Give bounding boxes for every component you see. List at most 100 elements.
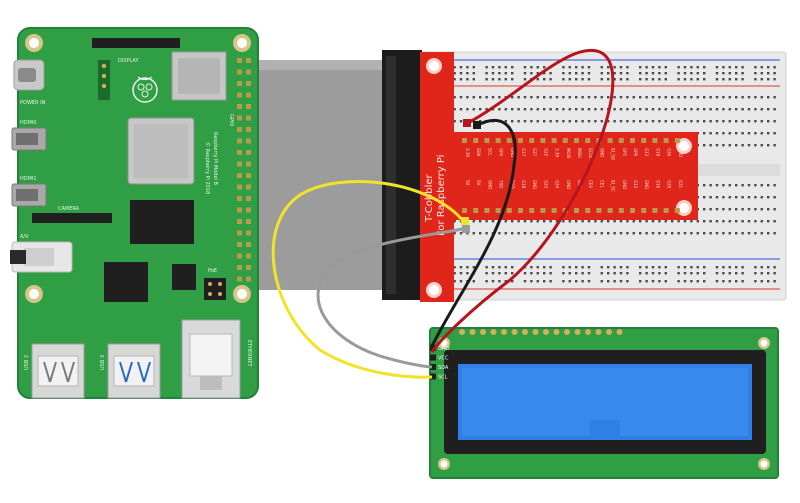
breadboard-hole bbox=[760, 196, 763, 199]
breadboard-hole bbox=[735, 78, 738, 81]
gpio-pin bbox=[237, 207, 242, 213]
breadboard-hole bbox=[754, 208, 757, 211]
cobbler-pin bbox=[641, 138, 647, 143]
cobbler-pin bbox=[495, 208, 501, 213]
breadboard-hole bbox=[715, 184, 719, 187]
breadboard-hole bbox=[754, 196, 757, 199]
breadboard-hole bbox=[651, 96, 655, 99]
breadboard-hole bbox=[715, 208, 719, 211]
cobbler-pin-label: G24 bbox=[555, 180, 560, 189]
breadboard-hole bbox=[703, 144, 706, 147]
breadboard-hole bbox=[683, 232, 687, 235]
breadboard-hole bbox=[715, 272, 719, 275]
cobbler-pin bbox=[596, 208, 602, 213]
poe-label: PoE bbox=[208, 268, 217, 274]
breadboard-hole bbox=[504, 220, 507, 223]
breadboard-hole bbox=[690, 280, 693, 283]
breadboard-hole bbox=[581, 272, 584, 275]
breadboard-hole bbox=[754, 120, 757, 123]
usb3-label: USB 3 bbox=[100, 355, 106, 370]
gpio-pin bbox=[237, 127, 242, 132]
gpio-pin bbox=[237, 276, 242, 282]
lcd-i2c-pin bbox=[430, 354, 436, 361]
breadboard-hole bbox=[677, 72, 680, 75]
breadboard-hole bbox=[498, 96, 501, 99]
breadboard-hole bbox=[466, 272, 469, 275]
lcd-pin-label: SDA bbox=[438, 365, 449, 371]
breadboard-hole bbox=[485, 66, 488, 69]
breadboard-hole bbox=[747, 144, 751, 147]
breadboard-hole bbox=[767, 144, 770, 147]
camera-label: CAMERA bbox=[58, 206, 80, 212]
breadboard-hole bbox=[530, 120, 533, 123]
breadboard-hole bbox=[511, 272, 514, 275]
breadboard-hole bbox=[773, 196, 776, 199]
gpio-pin bbox=[246, 138, 251, 144]
cobbler-pin-label: GND bbox=[487, 180, 492, 189]
breadboard-hole bbox=[754, 132, 757, 135]
breadboard-hole bbox=[479, 108, 482, 111]
breadboard-hole bbox=[498, 72, 501, 75]
breadboard-hole bbox=[575, 96, 578, 99]
breadboard-hole bbox=[690, 220, 693, 223]
gpio-pin bbox=[237, 242, 242, 247]
cobbler-pin-label: G19 bbox=[655, 148, 660, 157]
breadboard-hole bbox=[671, 96, 674, 99]
breadboard-hole bbox=[581, 108, 584, 111]
cobbler-pin-label: G23 bbox=[543, 180, 548, 189]
breadboard-hole bbox=[664, 66, 667, 69]
breadboard-hole bbox=[485, 266, 488, 269]
breadboard-hole bbox=[651, 66, 655, 69]
breadboard-hole bbox=[658, 66, 661, 69]
breadboard-hole bbox=[466, 232, 469, 235]
breadboard-hole bbox=[543, 280, 546, 283]
cobbler-pin bbox=[641, 208, 647, 213]
cobbler-pin-label: CE1 bbox=[599, 180, 604, 188]
breadboard-hole bbox=[600, 280, 603, 283]
raspberry-logo bbox=[132, 76, 158, 103]
breadboard-hole bbox=[690, 78, 693, 81]
breadboard-hole bbox=[575, 232, 578, 235]
cobbler-title: T-Cobbler bbox=[424, 173, 435, 223]
breadboard-hole bbox=[735, 280, 738, 283]
breadboard-hole bbox=[600, 78, 603, 81]
breadboard-hole bbox=[485, 272, 488, 275]
hdmi1-label: HDMI1 bbox=[20, 176, 37, 182]
gpio-pin bbox=[237, 184, 242, 190]
breadboard-hole bbox=[607, 266, 610, 269]
breadboard-hole bbox=[722, 78, 725, 81]
breadboard-hole bbox=[523, 78, 527, 81]
breadboard-hole bbox=[549, 220, 552, 223]
breadboard-hole bbox=[549, 280, 552, 283]
gpio-pin bbox=[237, 58, 242, 63]
gpio-pin bbox=[246, 92, 251, 98]
breadboard-hole bbox=[479, 96, 482, 99]
breadboard-hole bbox=[453, 272, 456, 275]
breadboard-hole bbox=[626, 120, 629, 123]
ethernet-port bbox=[181, 319, 241, 399]
breadboard-hole bbox=[703, 232, 706, 235]
breadboard-hole bbox=[651, 120, 655, 123]
breadboard-hole bbox=[568, 280, 571, 283]
breadboard-hole bbox=[587, 120, 591, 123]
breadboard-hole bbox=[690, 120, 693, 123]
breadboard-hole bbox=[715, 196, 719, 199]
lcd-header-pins bbox=[459, 329, 623, 335]
gpio-pin bbox=[237, 69, 242, 75]
breadboard-hole bbox=[472, 266, 475, 269]
breadboard-hole bbox=[683, 72, 687, 75]
gpio-pin bbox=[237, 196, 242, 201]
cobbler-pin-label: G26 bbox=[667, 148, 672, 157]
breadboard-hole bbox=[696, 220, 699, 223]
breadboard-hole bbox=[619, 232, 623, 235]
breadboard-hole bbox=[639, 280, 642, 283]
power-in-label: POWER IN bbox=[20, 100, 46, 106]
breadboard-hole bbox=[511, 96, 514, 99]
board-copyright-text: © Raspberry Pi 2018 bbox=[204, 142, 211, 194]
cobbler-pin-label: ID_SC bbox=[611, 180, 616, 192]
breadboard-hole bbox=[709, 120, 712, 123]
cobbler-pin-label: G18 bbox=[521, 180, 526, 189]
breadboard-hole bbox=[523, 272, 527, 275]
breadboard-hole bbox=[735, 266, 738, 269]
